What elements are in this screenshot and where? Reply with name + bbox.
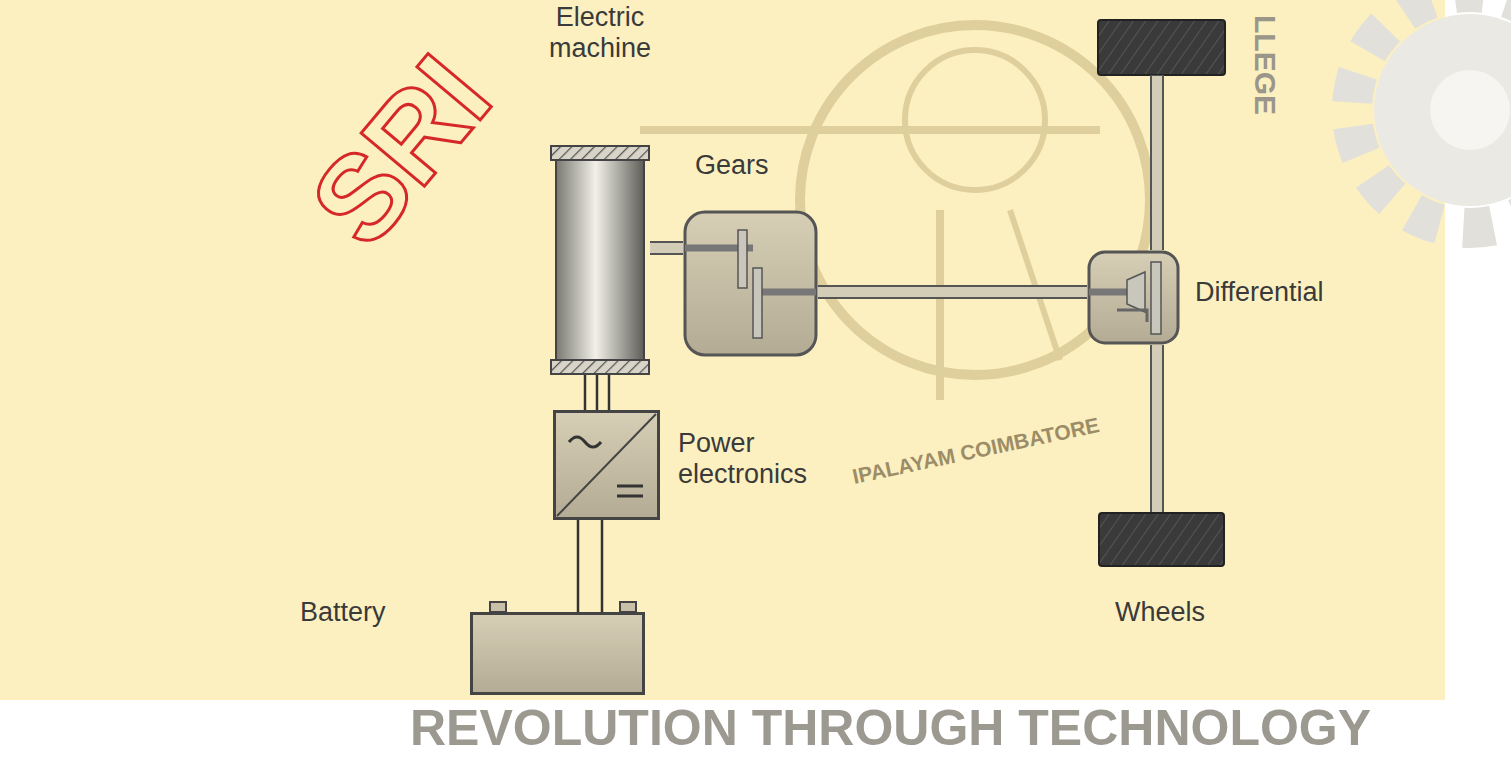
drawing-path (685, 248, 816, 292)
component-label: Electric machine (540, 2, 660, 64)
battery-shape (470, 612, 645, 695)
drawing-path (557, 414, 656, 516)
component-label: Battery (300, 597, 386, 628)
drawing-path (617, 486, 643, 496)
power-electronics: Power electronics (553, 410, 660, 520)
drawing-line (1150, 75, 1164, 250)
drawing-rect (1151, 262, 1161, 334)
drawing-line (640, 126, 1100, 134)
component-label: Power electronics (678, 428, 838, 490)
drawing-line (936, 210, 944, 400)
watermark-text: SRI (290, 35, 511, 265)
watermark-text: REVOLUTION THROUGH TECHNOLOGY (410, 703, 1371, 753)
wheel (1098, 20, 1225, 75)
wheel-shape (1098, 512, 1225, 567)
component-label: Differential (1195, 277, 1324, 308)
drawing-rect (738, 230, 747, 288)
electric-wire (578, 520, 602, 612)
drawing-line (1152, 76, 1162, 250)
drawing-circle (1352, 0, 1511, 228)
connector-line (650, 241, 683, 255)
axle (1157, 75, 1158, 250)
drawing-circle (1374, 14, 1511, 206)
battery: Battery (470, 612, 645, 695)
drawing-rect (555, 412, 659, 519)
connector-line (1152, 345, 1162, 512)
drive-shaft (650, 248, 683, 249)
watermark-gear (1352, 0, 1511, 228)
drawing-rect (685, 212, 816, 355)
drawing-rect (556, 160, 644, 360)
drawing-rect (551, 146, 649, 160)
drive-shaft (1157, 345, 1158, 512)
drawing-rect (1099, 513, 1224, 566)
connector-line (818, 285, 1087, 299)
watermark-text: IPALAYAM COIMBATORE (851, 414, 1102, 487)
drawing-path (1127, 272, 1145, 312)
drawing-rect (753, 268, 762, 338)
connector-line (596, 375, 599, 410)
connector-line (1150, 345, 1164, 512)
connector-line (650, 243, 683, 253)
electric-wire (585, 375, 609, 410)
differential: Differential (1087, 250, 1180, 345)
differential-shape (1087, 250, 1180, 345)
watermark-text: LLEGE (1250, 15, 1280, 115)
drive-shaft (818, 292, 1087, 293)
battery-terminal (490, 602, 506, 612)
connector-line (601, 520, 604, 612)
power-electronics-shape (553, 410, 660, 520)
drawing-path (1089, 289, 1127, 296)
drawing-path (1117, 310, 1147, 322)
drawing-path (569, 437, 601, 447)
drawing-rect (551, 360, 649, 374)
connector-line (608, 375, 611, 410)
connector-line (577, 520, 580, 612)
gearbox: Gears (683, 210, 818, 357)
drawing-circle (905, 50, 1045, 190)
component-label: Wheels (1115, 597, 1205, 628)
battery-terminal (620, 602, 636, 612)
electric-machine-shape (550, 145, 650, 375)
connector-line (584, 375, 587, 410)
component-label: Gears (695, 150, 769, 181)
connector-line (818, 287, 1087, 297)
drawing-rect (1089, 252, 1178, 343)
drawing-rect (472, 614, 644, 694)
wheel: Wheels (1098, 512, 1225, 567)
watermark-logo (640, 25, 1150, 400)
drawing-circle (1430, 70, 1510, 150)
electric-machine: Electric machine (550, 145, 650, 375)
gearbox-shape (683, 210, 818, 357)
